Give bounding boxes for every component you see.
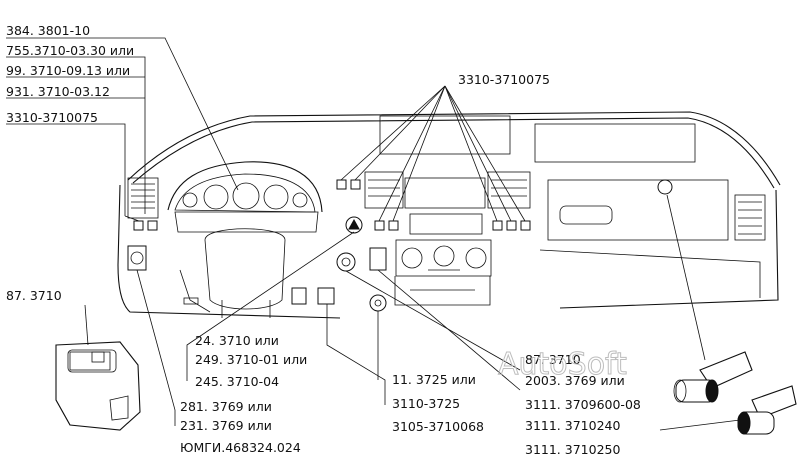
switch-top-2: [350, 179, 361, 190]
switch-left-1: [133, 220, 144, 231]
label-3111-3710240: 3111. 3710240: [525, 418, 620, 433]
leader-lines: [6, 37, 741, 431]
switch-right-2: [506, 220, 517, 231]
label-231-3769: 231. 3769 или: [180, 418, 272, 433]
part-87-3710-switch: [55, 341, 141, 431]
label-yumgi: ЮМГИ.468324.024: [180, 440, 301, 455]
labels-bottom-a: 24. 3710 или 249. 3710-01 или 245. 3710-…: [180, 333, 307, 455]
rotary-switch-b: [369, 247, 387, 271]
labels-left-top: 384. 3801-10 755.3710-03.30 или 99. 3710…: [6, 23, 134, 125]
switch-top-1: [336, 179, 347, 190]
dash-switches: [127, 179, 531, 312]
switch-center-1: [374, 220, 385, 231]
label-3310-3710075-top: 3310-3710075: [458, 72, 550, 87]
cigar-lighter: [369, 294, 387, 312]
switch-right-1: [492, 220, 503, 231]
label-384-3801-10: 384. 3801-10: [6, 23, 90, 38]
label-2003-3769: 2003. 3769 или: [525, 373, 625, 388]
switch-left-2: [147, 220, 158, 231]
label-3310-3710075-left: 3310-3710075: [6, 110, 98, 125]
labels-bottom-c: 87. 3710 2003. 3769 или 3111. 3709600-08…: [525, 352, 641, 457]
labels-bottom-b: 11. 3725 или 3110-3725 3105-3710068: [392, 372, 484, 434]
label-99-3710: 99. 3710-09.13 или: [6, 63, 130, 78]
dashboard-drawing: [117, 111, 781, 319]
label-87-3710-left: 87. 3710: [6, 288, 62, 303]
label-245-3710: 245. 3710-04: [195, 374, 279, 389]
label-11-3725: 11. 3725 или: [392, 372, 476, 387]
part-3111-3710250-socket: [737, 385, 797, 435]
switch-right-3: [520, 220, 531, 231]
label-3105-3710068: 3105-3710068: [392, 419, 484, 434]
switch-center-2: [388, 220, 399, 231]
label-281-3769: 281. 3769 или: [180, 399, 272, 414]
label-3111-3710250: 3111. 3710250: [525, 442, 620, 457]
label-87-3710-right: 87. 3710: [525, 352, 581, 367]
label-249-3710: 249. 3710-01 или: [195, 352, 307, 367]
label-24-3710: 24. 3710 или: [195, 333, 279, 348]
part-3111-3710240-socket: [673, 351, 753, 403]
label-755-3710: 755.3710-03.30 или: [6, 43, 134, 58]
label-931-3710: 931. 3710-03.12: [6, 84, 110, 99]
label-3111-3709600: 3111. 3709600-08: [525, 397, 641, 412]
watermark: AutoSoft: [498, 347, 627, 382]
switch-lower-1: [291, 287, 307, 305]
switch-lower-2: [317, 287, 335, 305]
label-3110-3725: 3110-3725: [392, 396, 460, 411]
rotary-switch: [336, 252, 356, 272]
